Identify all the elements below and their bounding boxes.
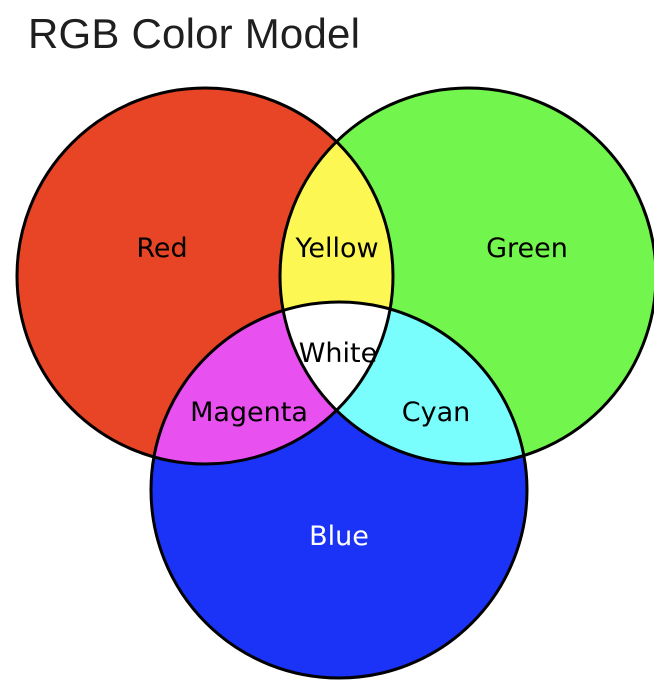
green-label: Green [486,233,568,264]
red-outline [15,86,395,466]
cyan-overlap [280,302,527,464]
green-outline [278,86,654,466]
white-label: White [299,338,378,369]
cyan-label: Cyan [402,397,471,428]
magenta-overlap [151,302,393,464]
diagram-title: RGB Color Model [28,10,361,57]
red-label: Red [136,233,187,264]
blue-label: Blue [309,521,369,552]
circle-outlines [15,86,654,680]
magenta-label: Magenta [190,397,308,428]
blue-outline [149,300,529,680]
yellow-label: Yellow [294,233,378,264]
